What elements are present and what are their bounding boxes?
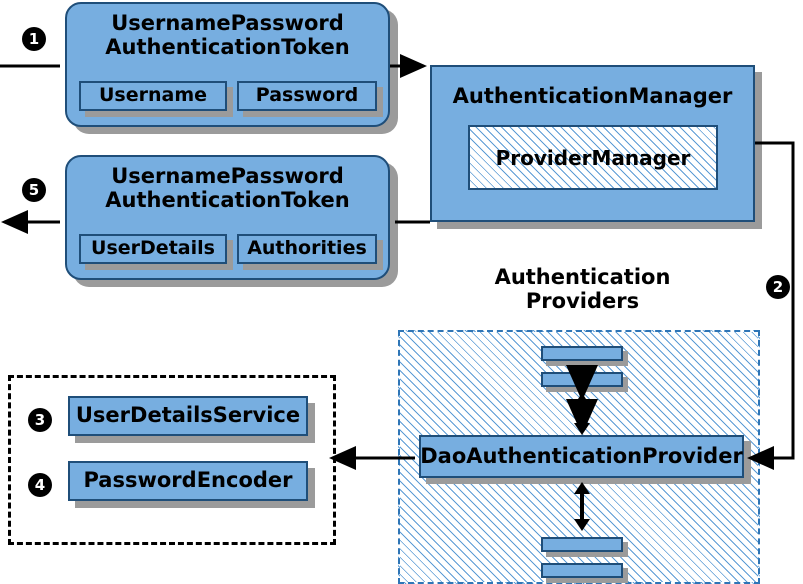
password-field-label: Password bbox=[255, 84, 359, 107]
authentication-manager-title: AuthenticationManager bbox=[452, 84, 733, 108]
username-field: Username bbox=[79, 81, 227, 111]
password-encoder-label: PasswordEncoder bbox=[83, 468, 293, 493]
username-field-label: Username bbox=[98, 84, 208, 107]
password-encoder-box: PasswordEncoder bbox=[68, 461, 308, 501]
step-4-number: 4 bbox=[34, 476, 46, 494]
authentication-providers-title: Authentication Providers bbox=[440, 265, 725, 313]
provider-stub-bottom-1 bbox=[541, 537, 623, 552]
step-3-number: 3 bbox=[34, 411, 46, 429]
password-field: Password bbox=[237, 81, 377, 111]
dao-authentication-provider-box: DaoAuthenticationProvider bbox=[419, 435, 744, 478]
step-2-number: 2 bbox=[772, 278, 784, 296]
step-5-number: 5 bbox=[28, 181, 40, 199]
step-1-number: 1 bbox=[28, 30, 40, 48]
step-4-marker: 4 bbox=[28, 473, 52, 497]
step-1-marker: 1 bbox=[22, 27, 46, 51]
response-token-title-line1: UsernamePassword bbox=[111, 164, 344, 188]
provider-stub-top-2 bbox=[541, 372, 623, 387]
user-details-service-box: UserDetailsService bbox=[68, 396, 308, 436]
userdetails-field: UserDetails bbox=[79, 234, 227, 264]
step-2-marker: 2 bbox=[766, 275, 790, 299]
provider-stub-top-1 bbox=[541, 346, 623, 361]
authentication-providers-title-line2: Providers bbox=[525, 289, 640, 314]
step-5-marker: 5 bbox=[22, 178, 46, 202]
provider-manager-box: ProviderManager bbox=[468, 125, 718, 190]
authorities-field: Authorities bbox=[237, 234, 377, 264]
authentication-providers-title-line1: Authentication bbox=[494, 265, 671, 289]
userdetails-field-label: UserDetails bbox=[91, 237, 215, 260]
request-token-title-line2: AuthenticationToken bbox=[105, 34, 350, 59]
response-token-title-line2: AuthenticationToken bbox=[105, 187, 350, 212]
provider-manager-label: ProviderManager bbox=[495, 145, 691, 170]
user-details-service-label: UserDetailsService bbox=[75, 403, 301, 428]
request-token-title-line1: UsernamePassword bbox=[111, 11, 344, 35]
authorities-field-label: Authorities bbox=[247, 237, 367, 260]
provider-stub-bottom-2 bbox=[541, 563, 623, 578]
dao-authentication-provider-label: DaoAuthenticationProvider bbox=[420, 443, 743, 468]
step-3-marker: 3 bbox=[28, 408, 52, 432]
